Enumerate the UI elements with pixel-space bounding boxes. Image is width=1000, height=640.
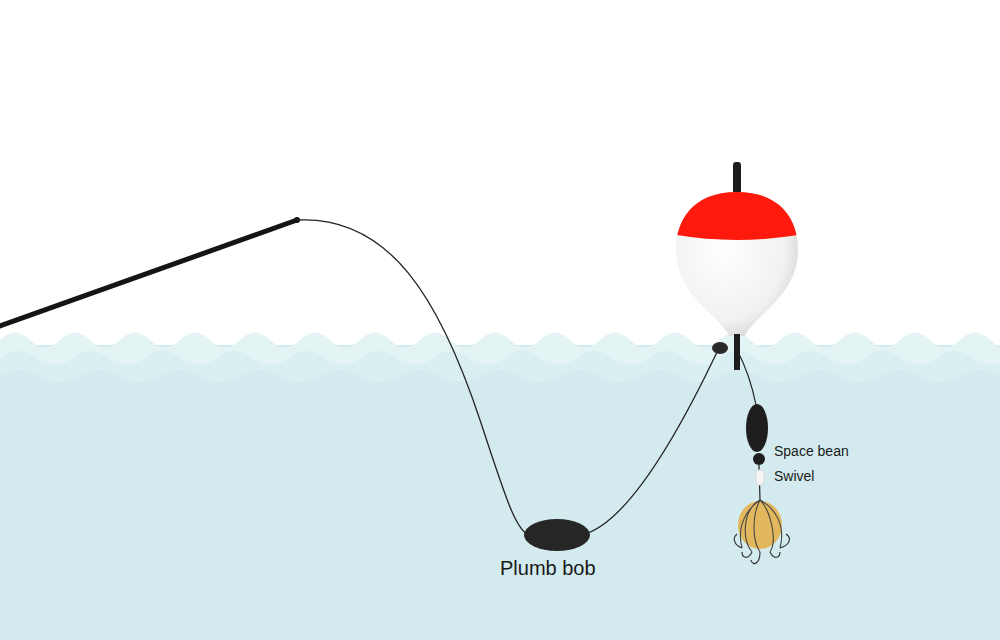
leader-line: [737, 350, 756, 405]
fishing-line: [297, 220, 530, 536]
float-antenna: [733, 162, 741, 196]
lure: [734, 500, 789, 564]
line-stopper: [712, 342, 728, 354]
part-label: Plumb bob: [500, 557, 596, 580]
water: [0, 345, 1000, 640]
plumb-bob: [524, 519, 590, 551]
float-cap: [660, 185, 815, 240]
space-bean: [753, 453, 765, 465]
part-label: Space bean: [774, 443, 849, 459]
part-label: Swivel: [774, 468, 814, 484]
wave-crest: [0, 351, 1000, 400]
wave-crest: [0, 333, 1000, 401]
float-stem: [734, 334, 740, 370]
sinker: [746, 404, 768, 452]
fishing-line: [585, 350, 718, 534]
swivel: [756, 470, 764, 485]
fishing-rod: [0, 220, 297, 326]
wave-crest: [0, 370, 1000, 400]
